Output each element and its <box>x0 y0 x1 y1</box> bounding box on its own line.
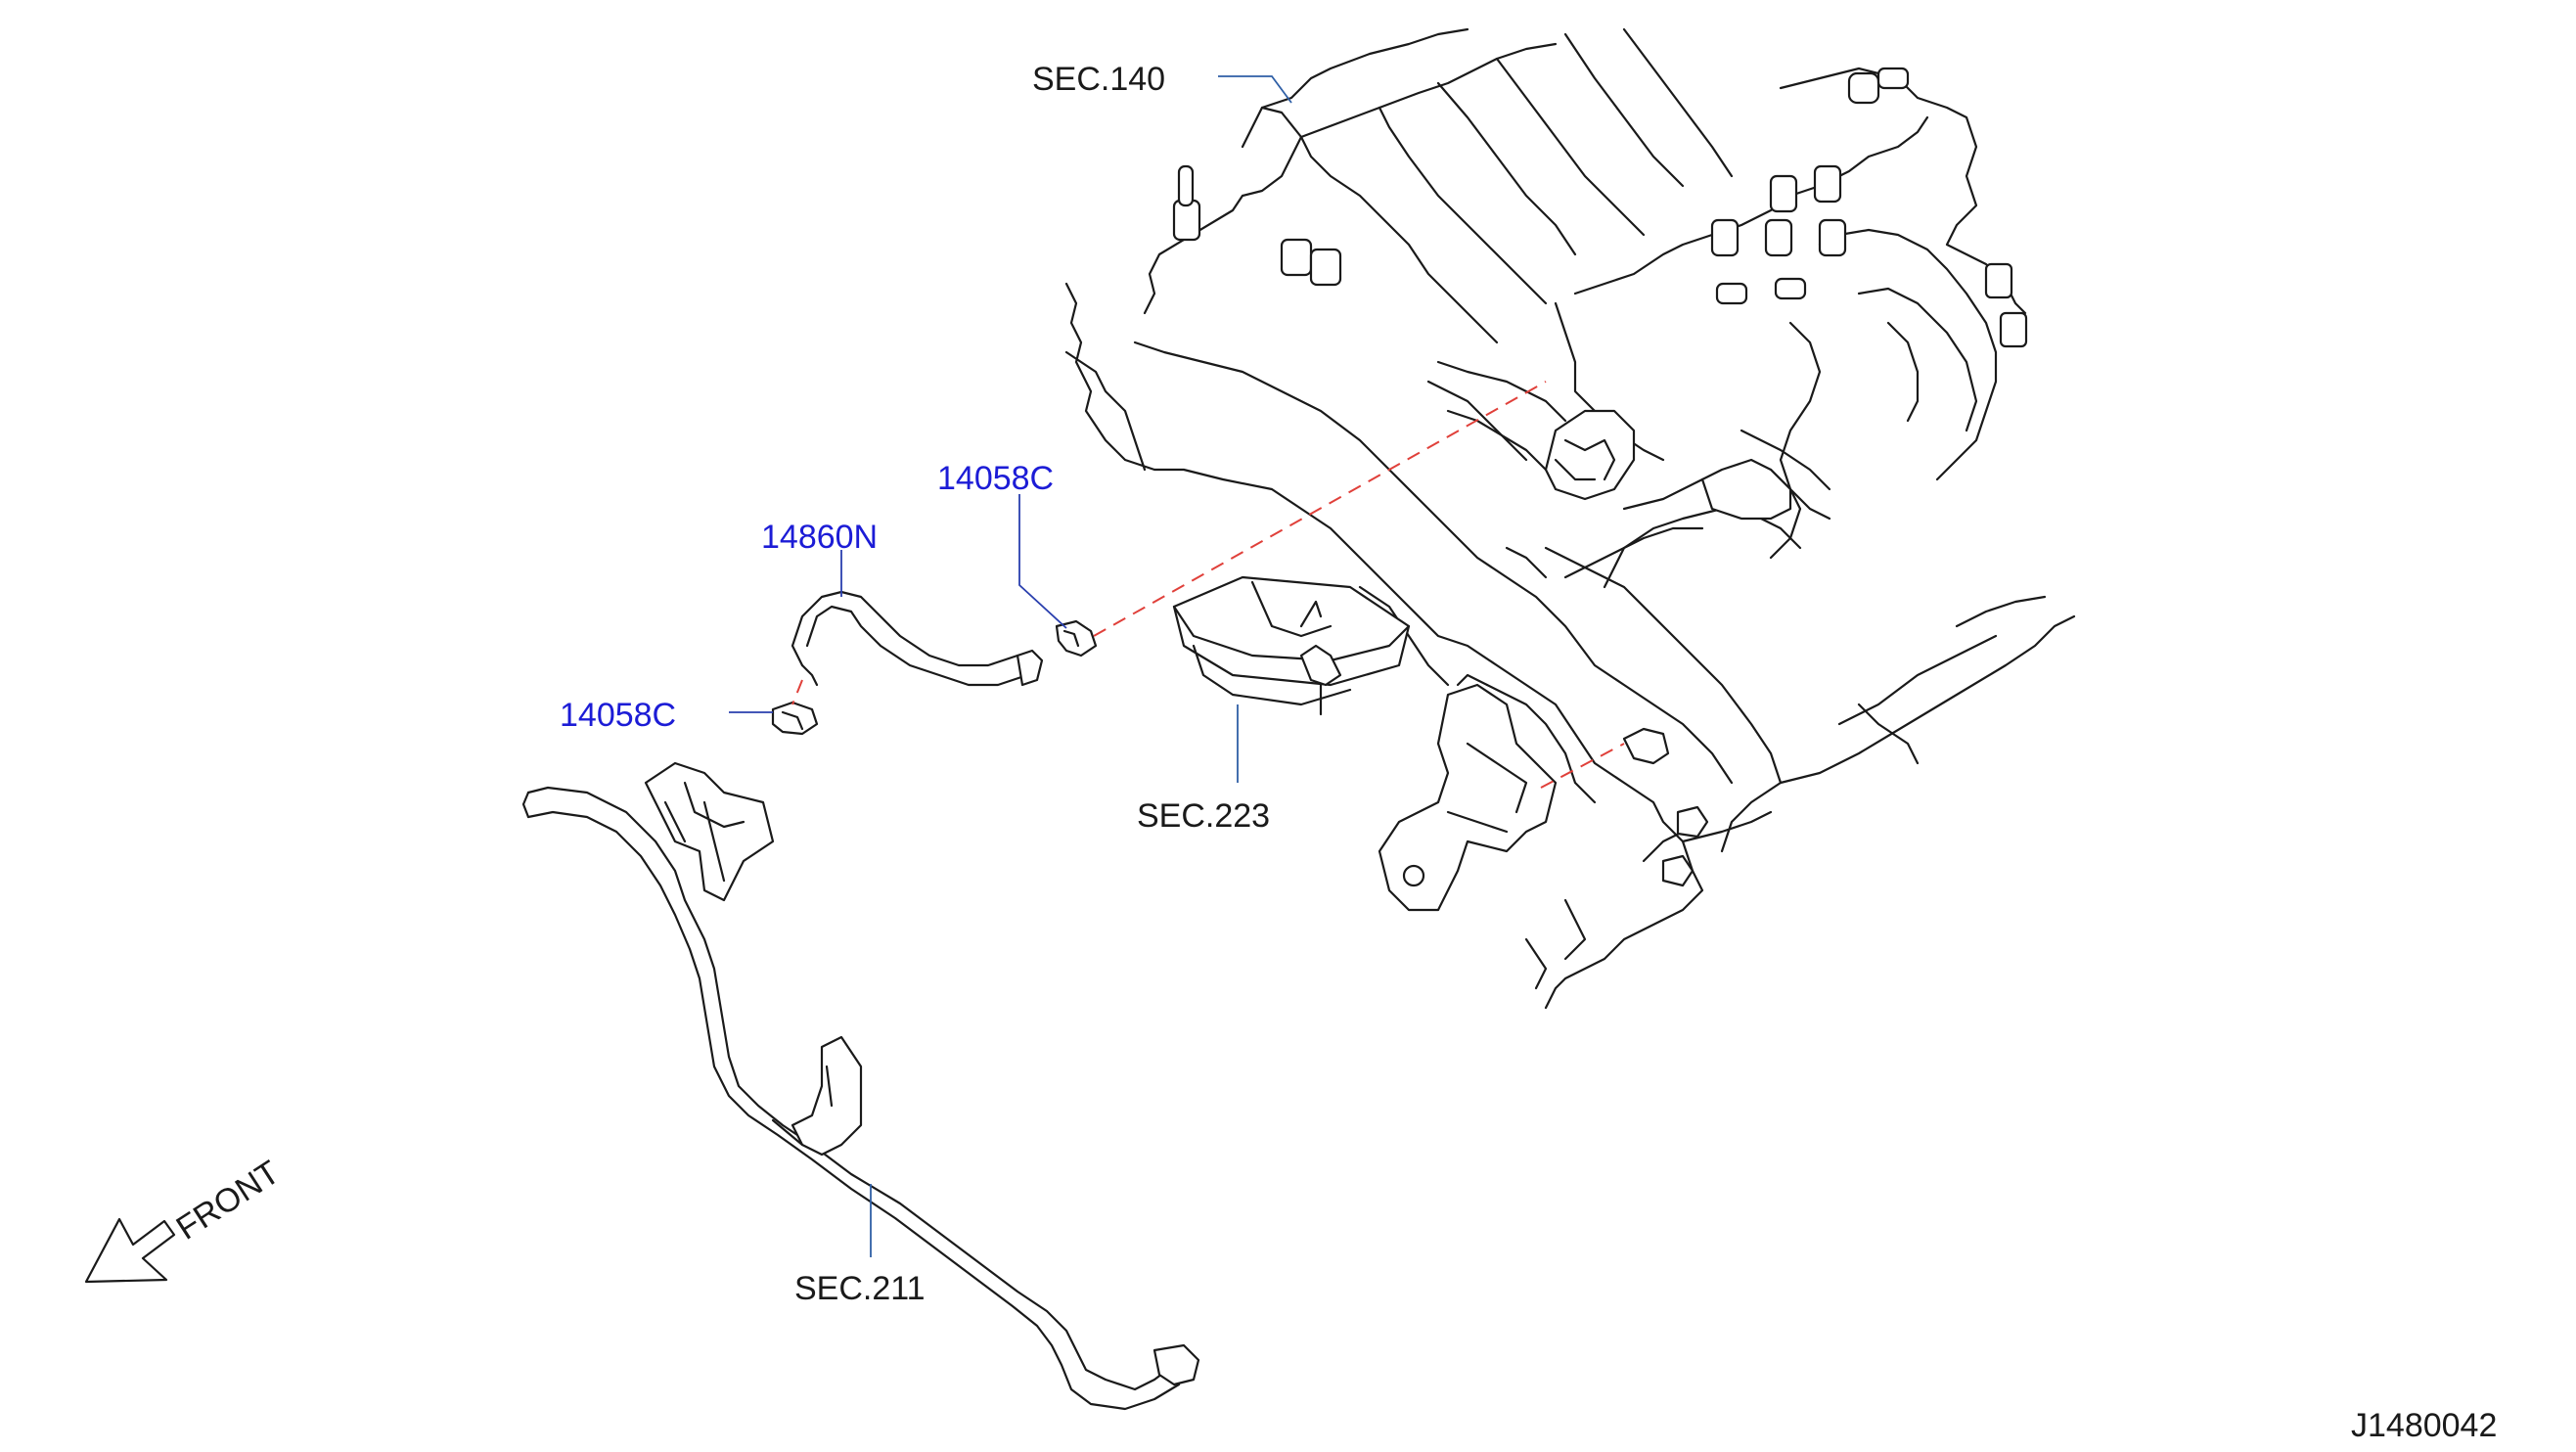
diagram-id: J1480042 <box>2351 1407 2497 1444</box>
dashed-line-hose-to-clamp <box>791 679 803 705</box>
clamp-14058c-top <box>1055 619 1098 658</box>
leader-sec-140 <box>1218 75 1292 104</box>
front-arrow: FRONT <box>84 1154 287 1284</box>
label-sec-223[interactable]: SEC.223 <box>1137 797 1270 835</box>
label-part-14860n[interactable]: 14860N <box>761 519 878 556</box>
tube-assembly <box>521 761 1200 1411</box>
front-label: FRONT <box>170 1154 287 1248</box>
label-part-14058c-left[interactable]: 14058C <box>560 697 676 734</box>
sensor-cluster <box>1172 67 2028 348</box>
label-sec-140[interactable]: SEC.140 <box>1032 61 1165 98</box>
dashed-line-clamp-to-engine <box>1093 381 1547 637</box>
engine-illustration <box>1064 27 2076 1010</box>
label-part-14058c-top[interactable]: 14058C <box>937 460 1054 497</box>
dashed-line-bracket-to-engine <box>1540 743 1625 789</box>
front-arrow-icon <box>84 1217 176 1284</box>
hose-14860n <box>791 590 1044 687</box>
leader-14058c-top <box>1018 494 1067 629</box>
mounting-bracket <box>1378 673 1558 912</box>
label-sec-211[interactable]: SEC.211 <box>794 1270 926 1307</box>
evap-canister <box>1172 575 1411 716</box>
clamp-14058c-left <box>771 701 819 736</box>
